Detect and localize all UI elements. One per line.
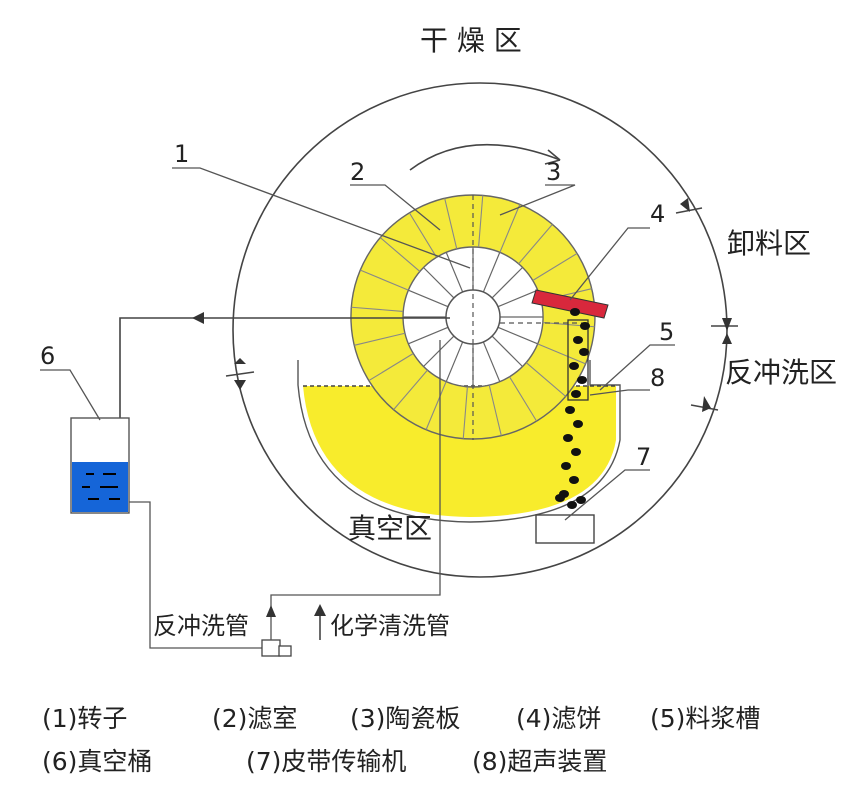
disc-spoke [491, 335, 523, 367]
callout-7: 7 [636, 443, 651, 471]
cake-particle [571, 390, 581, 398]
callout-2: 2 [350, 158, 365, 186]
cake-particle [570, 308, 580, 316]
disc-segment-line [354, 332, 406, 346]
cake-particle [569, 476, 579, 484]
zone-label-vacuum: 真空区 [348, 512, 432, 545]
zone-boundary-ticks [225, 198, 738, 412]
cake-particle [577, 376, 587, 384]
scraper [531, 289, 609, 319]
cake-particle [569, 362, 579, 370]
disc-segment-line [393, 369, 428, 411]
backwash-pipe [129, 501, 262, 649]
disc-spoke [423, 335, 455, 367]
legend-ultrasonic-device: (8)超声装置 [472, 747, 607, 776]
valve-handle [278, 645, 292, 657]
vacuum-tank-bubbles [82, 473, 120, 500]
cake-particle [561, 462, 571, 470]
cake-particle [580, 322, 590, 330]
valve [261, 639, 281, 657]
label-backwash-pipe: 反冲洗管 [153, 612, 249, 640]
legend-vacuum-tank: (6)真空桶 [42, 747, 152, 776]
disc-segment-line [425, 381, 447, 430]
legend-ceramic-plate: (3)陶瓷板 [350, 704, 460, 733]
disc-segment-line [478, 195, 484, 248]
callout-4: 4 [650, 200, 665, 228]
legend-filter-cake: (4)滤饼 [516, 704, 601, 733]
disc-spoke [482, 341, 501, 382]
disc-spoke [423, 267, 455, 299]
disc-spoke [445, 252, 464, 293]
legend-rotor: (1)转子 [42, 704, 127, 733]
callout-6: 6 [40, 342, 55, 370]
cake-particle [565, 406, 575, 414]
callout-8: 8 [650, 364, 665, 392]
cake-particle [573, 336, 583, 344]
cake-particle [555, 494, 565, 502]
filter-cake-particles [555, 308, 590, 509]
cake-particle [576, 496, 586, 504]
disc-spoke [445, 341, 464, 382]
disc-spoke [497, 289, 538, 308]
disc-spoke [497, 326, 538, 345]
disc-segment-line [351, 306, 404, 312]
vacuum-pipe [119, 317, 450, 418]
disc-segment-line [379, 237, 421, 272]
disc-segment-line [368, 353, 414, 382]
legend-filter-chamber: (2)滤室 [212, 704, 297, 733]
ultrasonic-device [567, 319, 589, 401]
disc-segment-line [499, 204, 521, 253]
disc-segment-line [525, 362, 567, 397]
cake-particle [567, 501, 577, 509]
label-chemical-pipe: 化学清洗管 [330, 612, 450, 640]
callout-1: 1 [174, 140, 189, 168]
disc-spoke [408, 289, 449, 308]
disc-spoke [482, 252, 501, 293]
cake-particle [563, 434, 573, 442]
callout-3: 3 [546, 158, 561, 186]
cake-particle [573, 420, 583, 428]
rotation-arrow [409, 143, 561, 171]
legend-belt-conveyor: (7)皮带传输机 [246, 747, 406, 776]
callout-5: 5 [659, 318, 674, 346]
disc-segment-line [462, 386, 468, 439]
disc-segment-line [537, 343, 586, 365]
zone-label-unload: 卸料区 [727, 227, 811, 260]
disc-segment-line [509, 376, 538, 422]
zone-label-dry: 干 燥 区 [420, 24, 522, 57]
filter-disc-ring [350, 194, 596, 440]
zone-label-backwash: 反冲洗区 [725, 356, 837, 389]
disc-segment-line [408, 212, 437, 258]
vacuum-pipe-arrow [192, 312, 204, 324]
rotation-arrowhead [544, 149, 561, 165]
disc-segment-line [532, 252, 578, 281]
disc-segment-line [518, 223, 553, 265]
slurry-tank-outline [297, 360, 621, 523]
legend-slurry-tank: (5)料浆槽 [650, 704, 760, 733]
disc-segment-dividers [351, 195, 595, 439]
disc-segment-line [488, 384, 502, 436]
cake-particle [579, 348, 589, 356]
backwash-riser [270, 340, 441, 640]
disc-segment-line [444, 198, 458, 250]
cake-particle [571, 448, 581, 456]
disc-segment-line [360, 269, 409, 291]
backwash-arrow [266, 605, 276, 617]
callout-leaders [40, 167, 675, 521]
chemical-pipe-arrow [314, 604, 326, 616]
disc-spoke [408, 326, 449, 345]
disc-spoke [491, 267, 523, 299]
